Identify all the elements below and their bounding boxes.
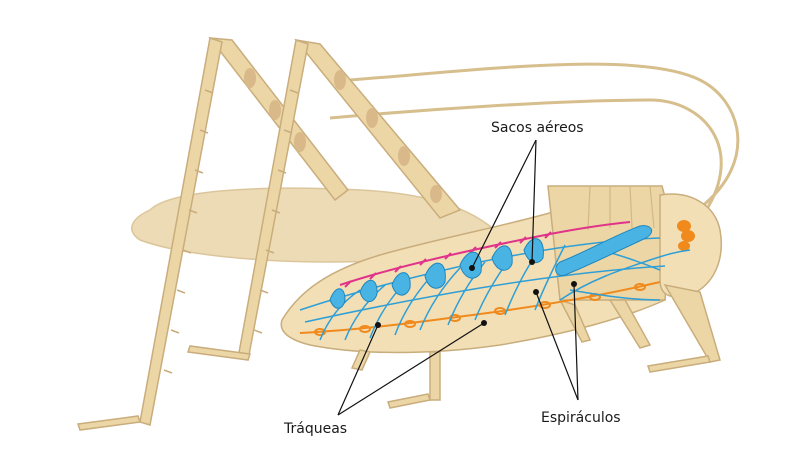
antennae — [329, 62, 740, 213]
dorsal-vessel — [339, 221, 631, 288]
front-legs — [350, 283, 721, 409]
label-spiracles: Espiráculos — [541, 410, 621, 426]
label-tracheae: Tráqueas — [283, 421, 347, 437]
label-air-sacs: Sacos aéreos — [491, 120, 584, 136]
femur-stripes — [244, 68, 442, 203]
nerve-cord — [299, 281, 661, 336]
head — [659, 193, 722, 298]
orange-ganglion-icon — [677, 220, 695, 251]
leader-dots — [375, 259, 577, 328]
leg-spines — [163, 89, 299, 374]
segment-lines — [587, 185, 655, 231]
air-sacs — [329, 225, 653, 309]
leader-lines — [337, 139, 579, 416]
